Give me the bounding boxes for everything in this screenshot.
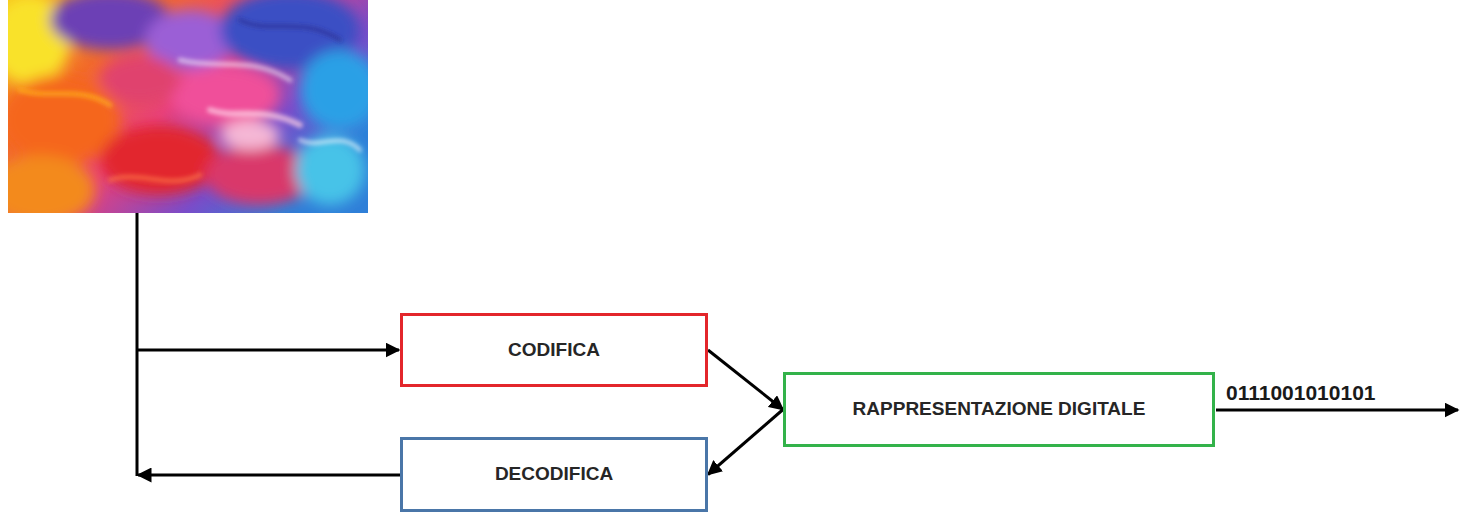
paint-illustration xyxy=(8,0,368,213)
brush-stroke xyxy=(210,110,300,125)
feed-arrow xyxy=(137,349,399,352)
box-label: RAPPRESENTAZIONE DIGITALE xyxy=(853,398,1146,421)
flow-arrow xyxy=(708,410,783,475)
feed-wire xyxy=(136,213,139,476)
paint-blob xyxy=(8,155,95,213)
brush-stroke xyxy=(240,20,340,40)
brush-stroke xyxy=(20,90,110,105)
box-label: CODIFICA xyxy=(508,339,600,362)
brush-stroke xyxy=(110,175,200,181)
paint-blob xyxy=(300,50,368,130)
paint-blob xyxy=(220,120,280,150)
process-box: RAPPRESENTAZIONE DIGITALE xyxy=(783,372,1215,447)
binary-code: 0111001010101 xyxy=(1226,381,1376,404)
process-box: DECODIFICA xyxy=(400,437,708,512)
paint-blob xyxy=(100,55,180,105)
brush-stroke xyxy=(300,140,360,150)
flow-arrow xyxy=(708,350,783,410)
return-arrow xyxy=(138,474,400,477)
paint-blob xyxy=(295,135,365,205)
brush-strokes xyxy=(20,20,360,181)
paint-blob xyxy=(100,125,220,195)
box-label: DECODIFICA xyxy=(495,463,613,486)
process-box: CODIFICA xyxy=(400,313,708,387)
feed-wires xyxy=(137,213,1458,476)
brush-stroke xyxy=(180,60,290,80)
paint-blobs xyxy=(8,0,368,213)
output-arrow xyxy=(1216,409,1458,412)
